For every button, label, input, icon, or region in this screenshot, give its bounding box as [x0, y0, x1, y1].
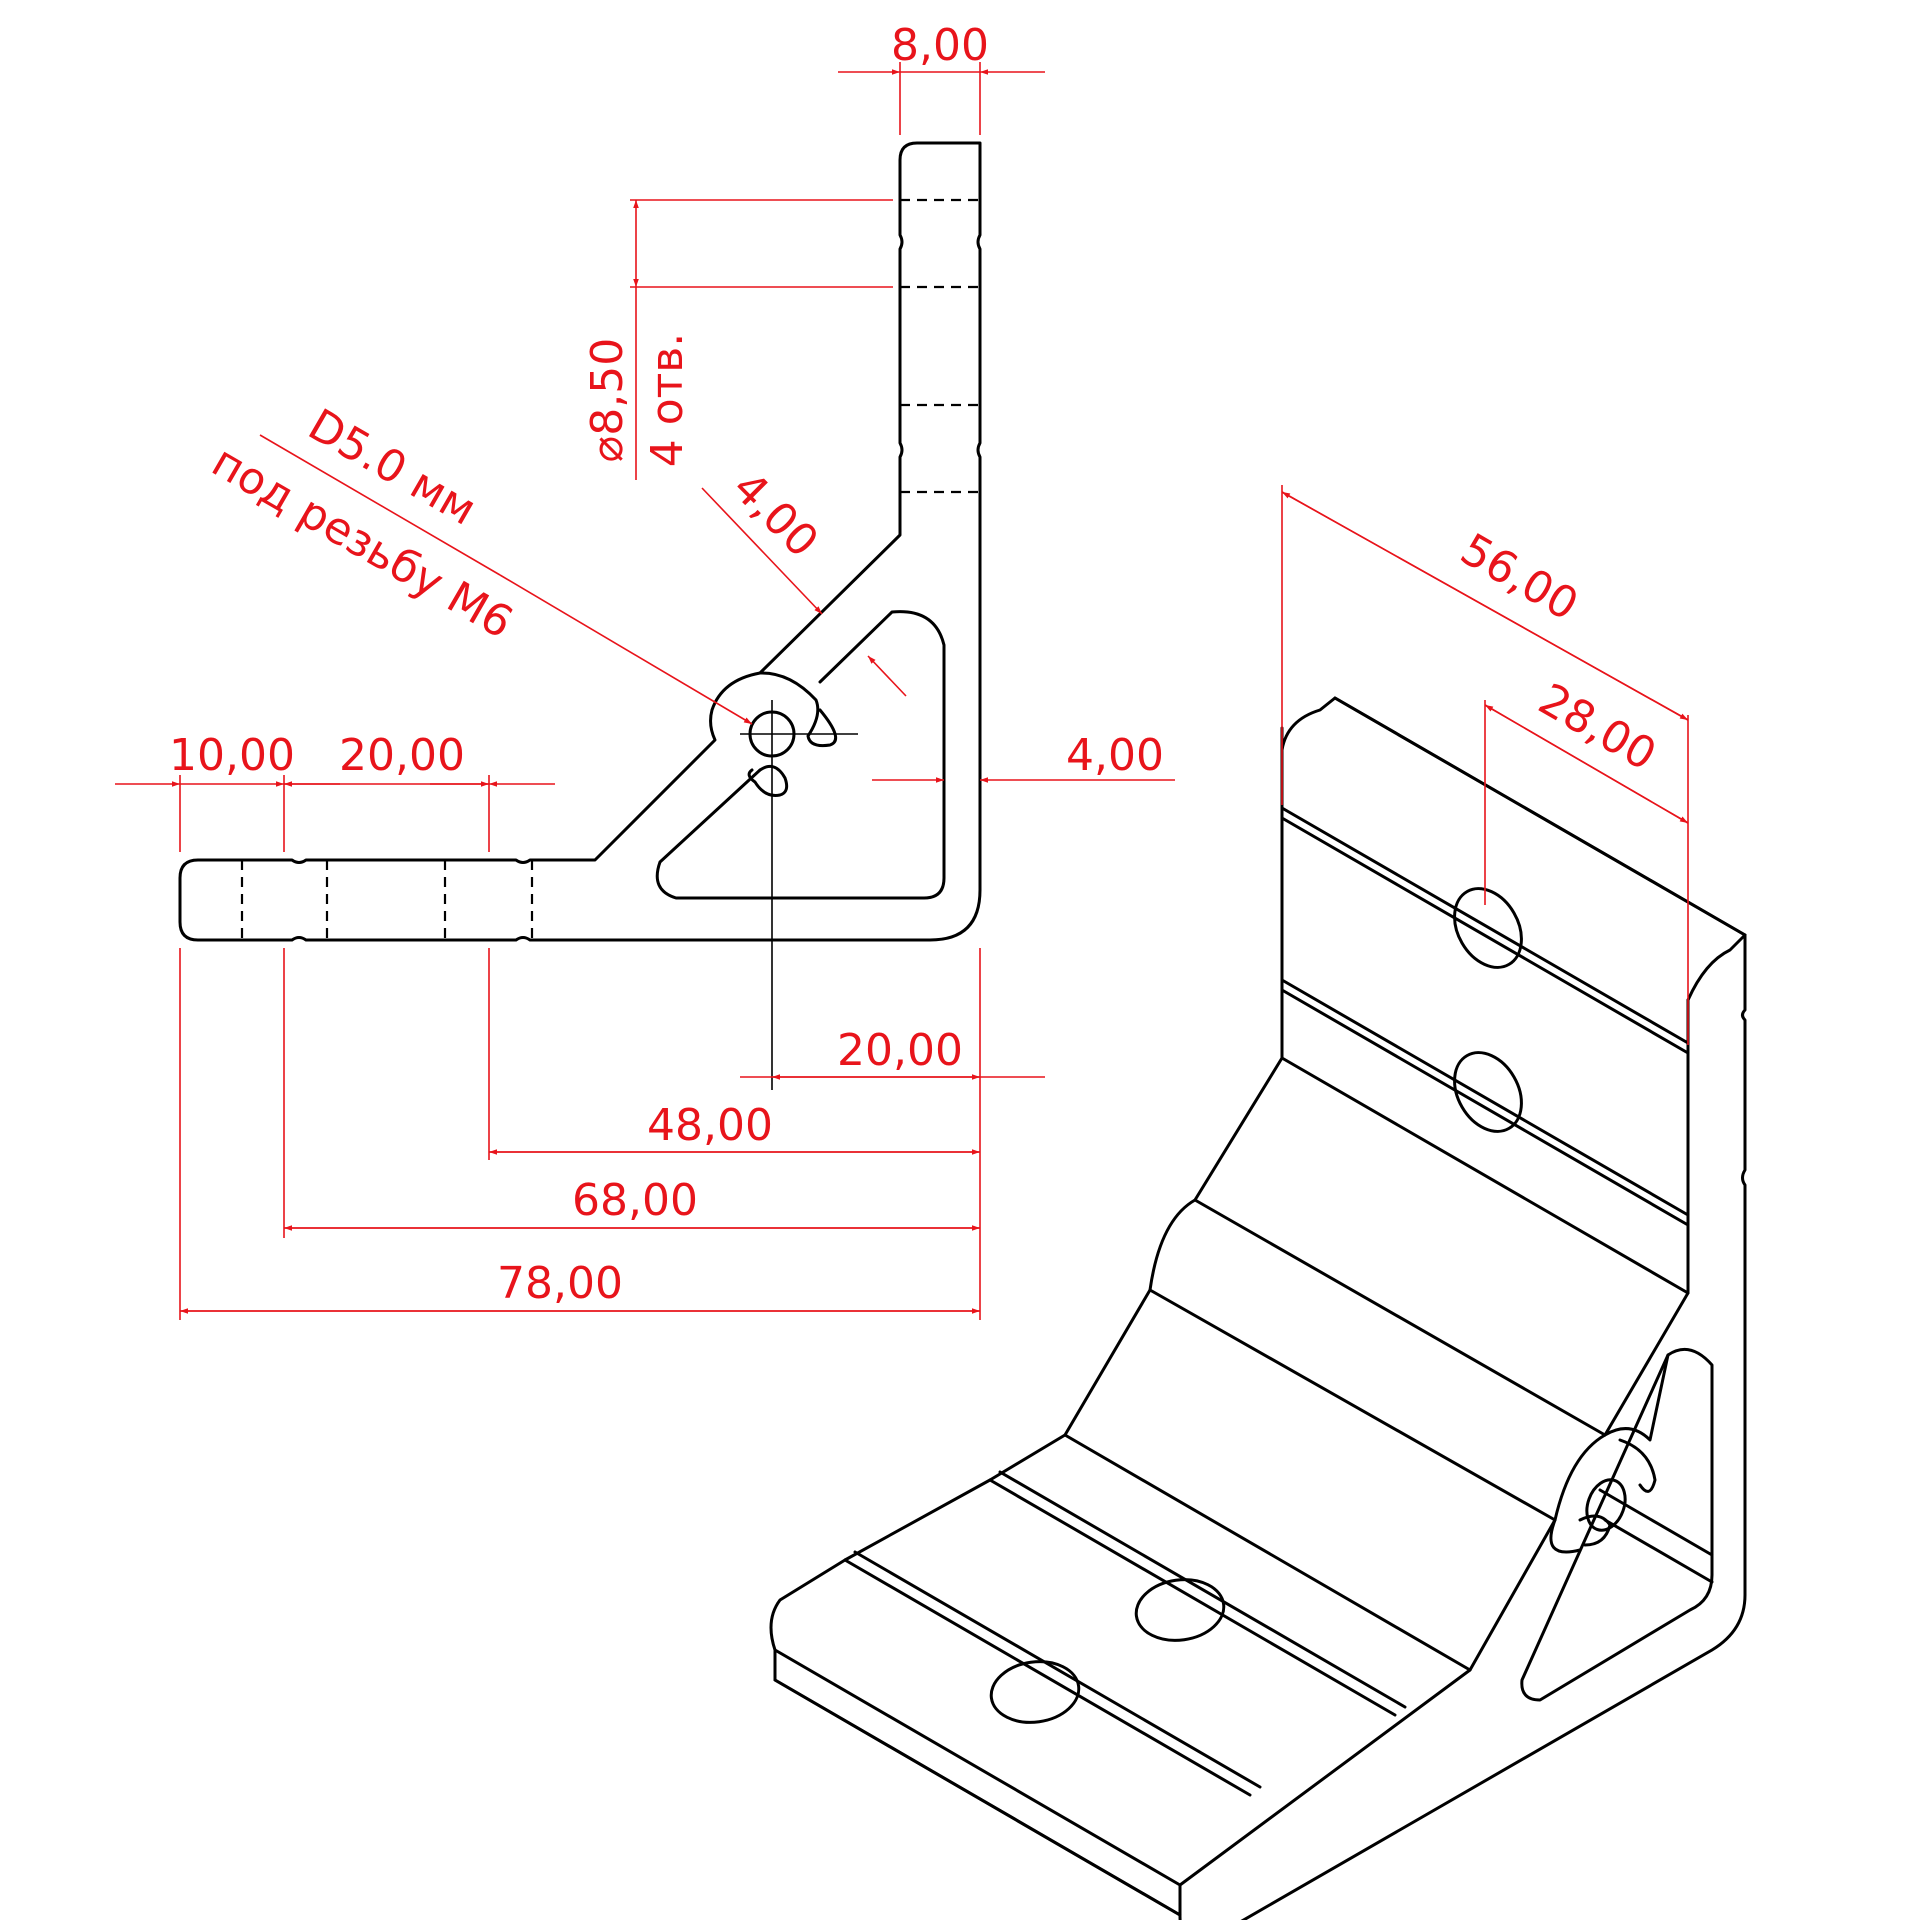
- isometric-view: [769, 696, 1747, 1920]
- dim-line: [867, 655, 907, 697]
- iso-hole-1: [1453, 887, 1523, 969]
- iso-hole-4: [989, 1660, 1081, 1724]
- iso-slot-3: [988, 1470, 1407, 1717]
- dim-iso-width: 56,00: [1452, 524, 1587, 631]
- dim-center-distance: 20,00: [837, 1025, 963, 1076]
- dim-line: [1281, 491, 1689, 721]
- dim-hole-count: 4 отв.: [642, 333, 693, 467]
- iso-diagonal-fold-1: [1193, 1198, 1607, 1437]
- iso-end-cavity: [1520, 1347, 1714, 1702]
- iso-top-edge: [1333, 696, 1747, 937]
- iso-diagonal-face: [1063, 1056, 1690, 1672]
- dim-68: 68,00: [572, 1175, 698, 1226]
- iso-front-end-lower: [773, 1678, 1182, 1917]
- dim-iso-half: 28,00: [1530, 674, 1665, 781]
- profile-dimensions: 8,00 ⌀8,50 4 отв. 4,00 D5.0 мм под резьб…: [115, 20, 1175, 1320]
- iso-end-hole: [1585, 1478, 1627, 1532]
- iso-front-end: [773, 1648, 1182, 1920]
- iso-end-outer: [1549, 1353, 1670, 1554]
- iso-channel-line: [1598, 1488, 1714, 1584]
- iso-hole-2: [1453, 1051, 1523, 1133]
- dim-hole-diameter: ⌀8,50: [582, 338, 633, 462]
- note-leader: [499, 574, 753, 725]
- dim-line: [1484, 704, 1689, 824]
- iso-dimensions: 56,00 28,00: [1281, 485, 1689, 1045]
- dim-wall-diagonal: 4,00: [723, 462, 828, 567]
- screw-channel: [747, 671, 838, 797]
- iso-bottom-face: [769, 1433, 1472, 1887]
- note-leader-top: [259, 434, 501, 576]
- iso-inner-face: [1280, 748, 1690, 1295]
- dim-line: [701, 487, 823, 615]
- iso-end-channel: [1578, 1438, 1657, 1547]
- profile-view: [178, 141, 982, 1090]
- diameter-symbol: ⌀: [582, 436, 633, 463]
- dim-48: 48,00: [647, 1100, 773, 1151]
- iso-diagonal-fold-2: [1148, 1288, 1557, 1522]
- iso-slot-4: [843, 1550, 1262, 1797]
- iso-hole-3: [1134, 1578, 1226, 1642]
- profile-outline: [178, 141, 982, 942]
- dim-top-width: 8,00: [891, 20, 989, 71]
- dim-overall: 78,00: [497, 1258, 623, 1309]
- dim-wall-side: 4,00: [1066, 730, 1164, 781]
- dim-left-offset: 10,00: [169, 730, 295, 781]
- dim-hole-spacing: 20,00: [339, 730, 465, 781]
- diameter-value: 8,50: [582, 338, 633, 436]
- iso-back-edge: [1240, 933, 1747, 1920]
- iso-slot-1: [1280, 806, 1690, 1055]
- iso-slot-2: [1280, 978, 1690, 1227]
- inner-cavity: [655, 610, 946, 900]
